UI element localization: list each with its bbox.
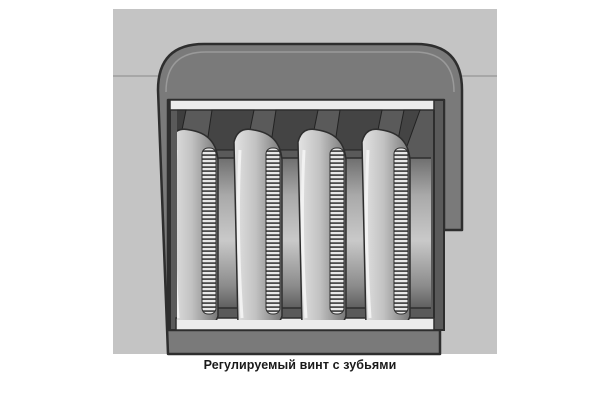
screw-threads <box>177 128 411 320</box>
thread-teeth <box>265 147 281 315</box>
thread-teeth <box>201 147 217 315</box>
thread-teeth <box>329 147 345 315</box>
thread-turn <box>361 128 411 320</box>
thread-turn <box>233 128 283 320</box>
thread-highlight <box>236 149 244 319</box>
thread-turn <box>177 128 219 320</box>
thread-highlight <box>300 149 308 319</box>
figure-caption: Регулируемый винт с зубьями <box>203 358 397 372</box>
thread-teeth <box>393 147 409 315</box>
thread-turn <box>297 128 347 320</box>
thread-highlight <box>364 149 372 319</box>
top-rail <box>169 99 435 111</box>
